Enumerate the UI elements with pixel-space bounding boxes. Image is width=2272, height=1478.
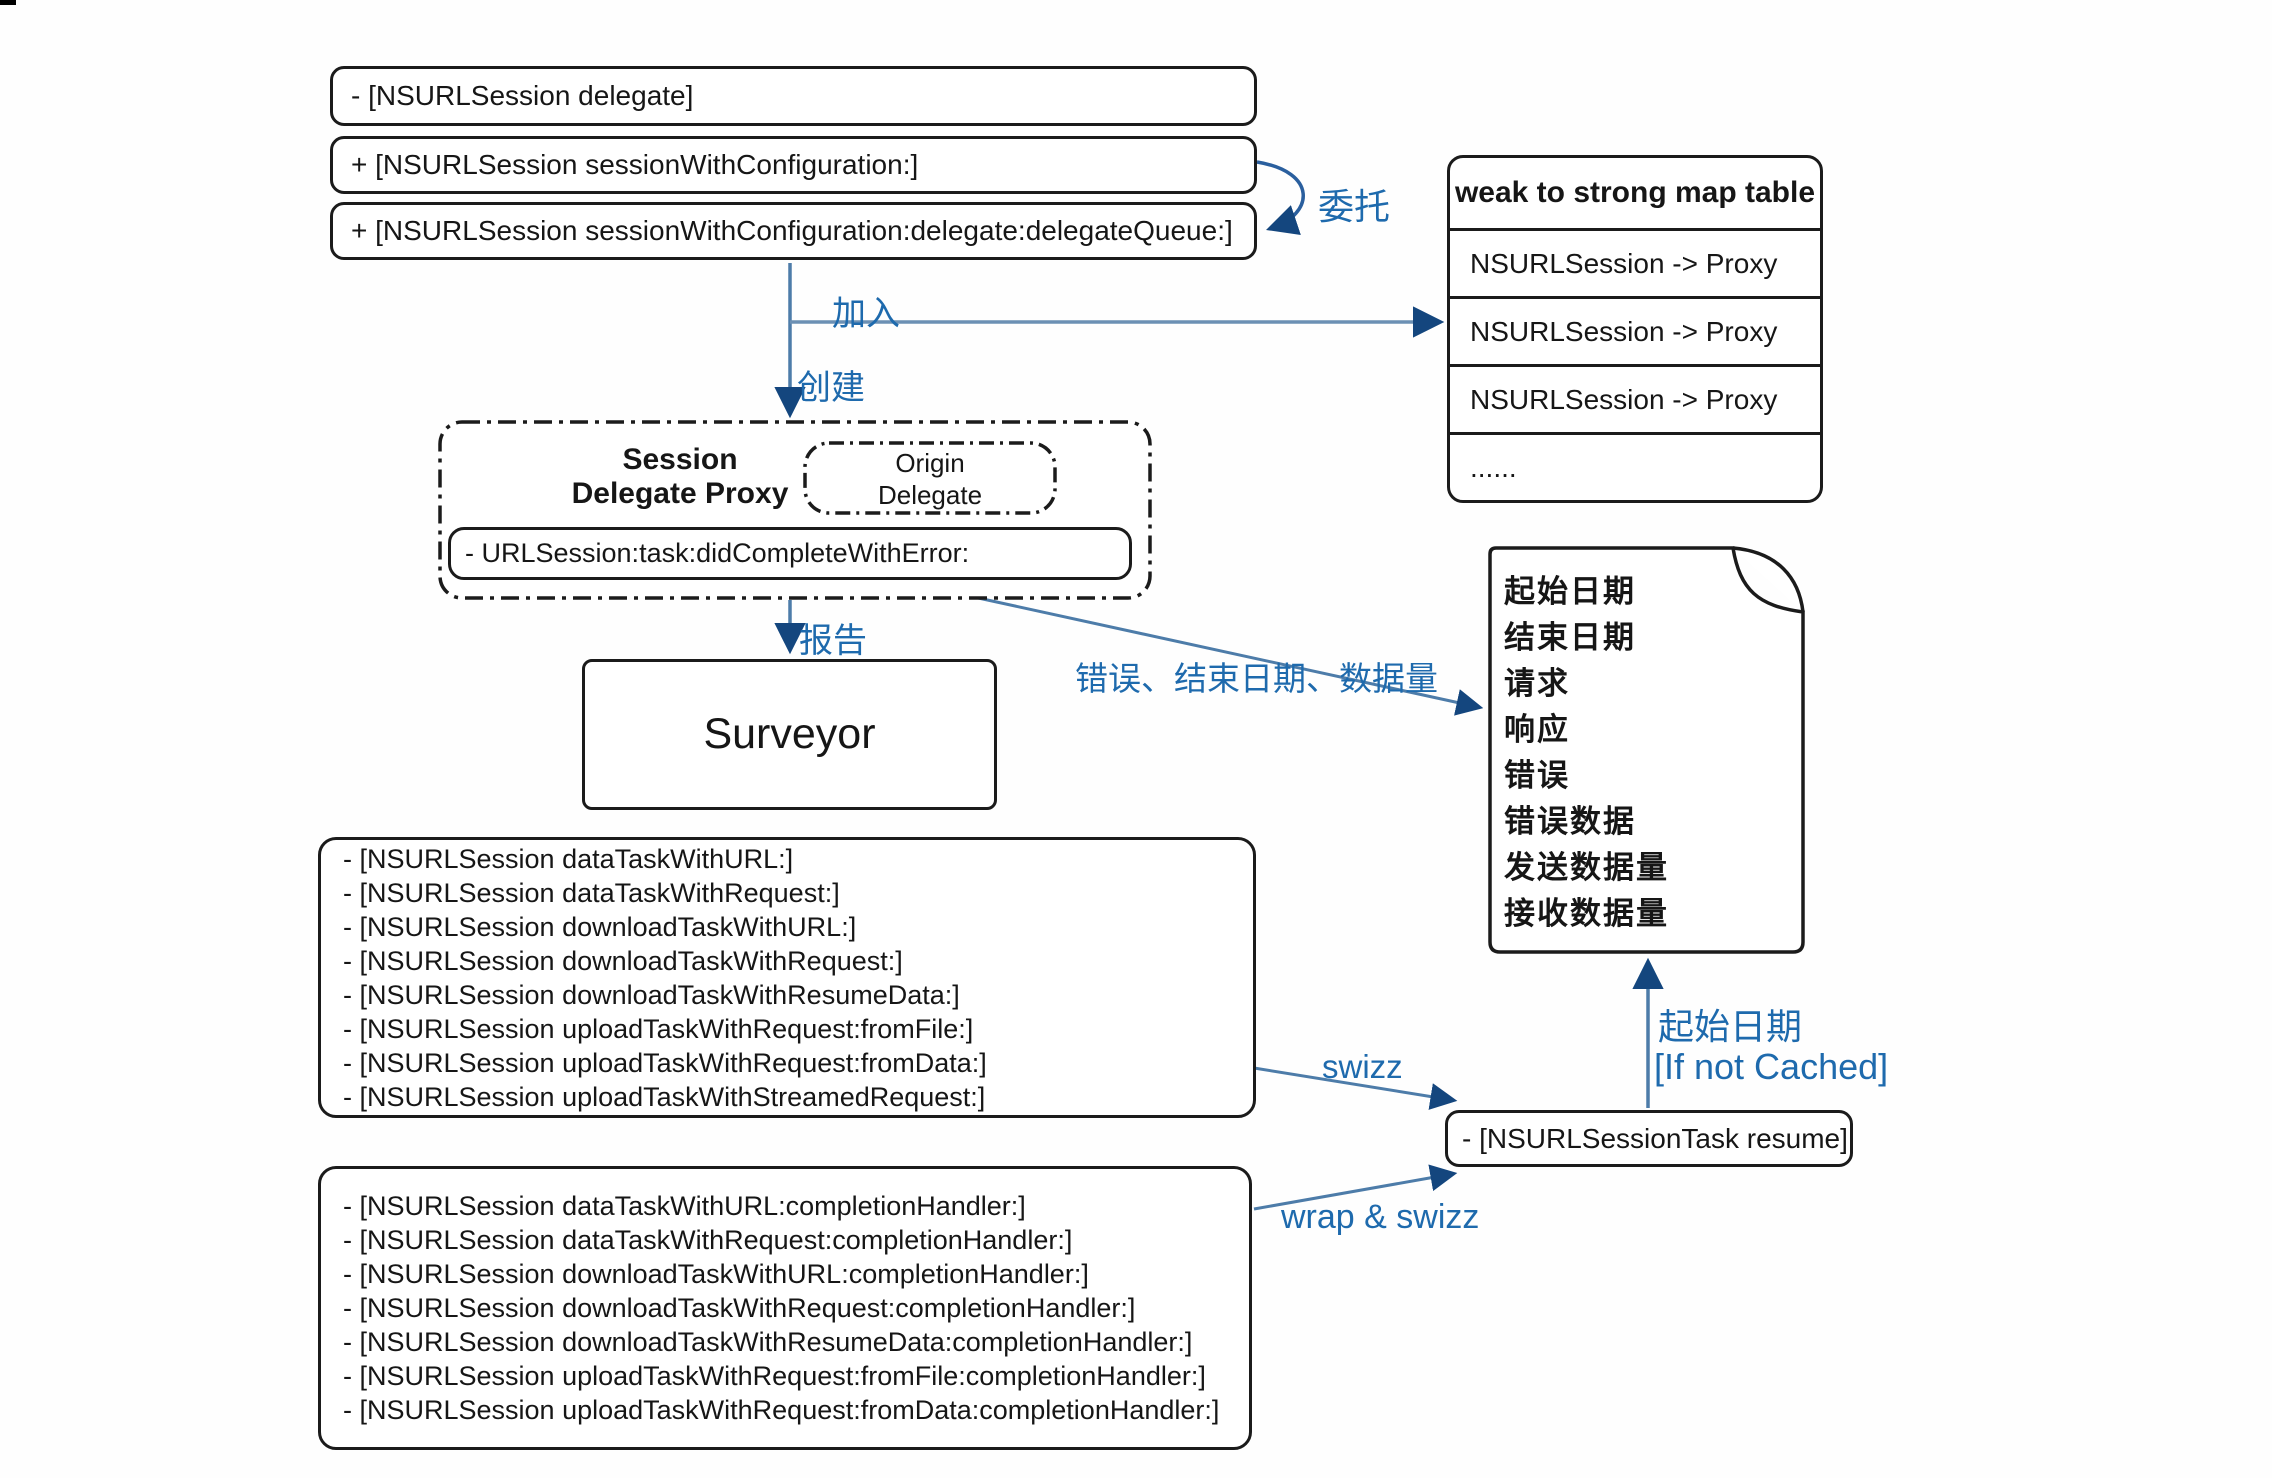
method-label: + [NSURLSession sessionWithConfiguration… — [351, 215, 1233, 246]
method-label: - [NSURLSession delegate] — [351, 80, 694, 111]
box-did-complete-with-error: - URLSession:task:didCompleteWithError: — [448, 527, 1132, 580]
edge-label-join: 加入 — [832, 295, 900, 333]
map-table-row-ellipsis: ...... — [1450, 432, 1820, 500]
box-session-with-configuration: + [NSURLSession sessionWithConfiguration… — [330, 136, 1257, 194]
box-nsurlsession-delegate: - [NSURLSession delegate] — [330, 66, 1257, 126]
surveyor-box: Surveyor — [582, 659, 997, 810]
session-delegate-proxy-title: Session Delegate Proxy — [480, 443, 880, 511]
proxy-title-line1: Session — [622, 443, 738, 476]
edge-label-wrap-swizz: wrap & swizz — [1281, 1198, 1480, 1236]
method-line: - [NSURLSession downloadTaskWithURL:] — [343, 911, 857, 942]
method-label: + [NSURLSession sessionWithConfiguration… — [351, 149, 919, 180]
box-completion-handler-methods: - [NSURLSession dataTaskWithURL:completi… — [318, 1166, 1252, 1450]
note-item: 响应 — [1504, 712, 1570, 747]
method-line: - [NSURLSession downloadTaskWithURL:comp… — [343, 1259, 1089, 1289]
note-item: 错误数据 — [1504, 804, 1636, 839]
error-info-arrow — [913, 582, 1484, 716]
origin-delegate-label: Origin Delegate — [805, 447, 1055, 511]
edge-label-delegate: 委托 — [1318, 186, 1391, 227]
note-item: 接收数据量 — [1504, 896, 1669, 931]
method-label: - [NSURLSessionTask resume] — [1462, 1122, 1848, 1154]
edge-label-report: 报告 — [799, 622, 867, 660]
origin-label-line1: Origin — [895, 448, 965, 478]
method-line: - [NSURLSession uploadTaskWithStreamedRe… — [343, 1081, 986, 1112]
note-fold-corner — [1732, 546, 1805, 613]
delegate-curve-arrow — [1256, 160, 1305, 235]
origin-delegate-frame — [803, 441, 1057, 515]
edge-label-if-not-cached: [If not Cached] — [1654, 1046, 1889, 1087]
origin-label-line2: Delegate — [877, 480, 983, 510]
map-table-row: NSURLSession -> Proxy — [1450, 228, 1820, 296]
proxy-title-line2: Delegate Proxy — [571, 477, 789, 510]
note-item: 结束日期 — [1504, 620, 1636, 655]
method-line: - [NSURLSession uploadTaskWithRequest:fr… — [343, 1395, 1220, 1425]
note-item: 起始日期 — [1504, 574, 1636, 609]
edge-label-create: 创建 — [797, 369, 865, 407]
map-table-row: NSURLSession -> Proxy — [1450, 364, 1820, 432]
note-item: 请求 — [1504, 666, 1570, 701]
weak-to-strong-map-table: weak to strong map table NSURLSession ->… — [1447, 155, 1823, 503]
edge-label-start-date: 起始日期 — [1658, 1006, 1803, 1047]
screenshot-artifact — [0, 0, 16, 5]
note-item: 错误 — [1504, 758, 1570, 793]
method-line: - [NSURLSession uploadTaskWithRequest:fr… — [343, 1361, 1206, 1391]
swizz-arrow — [1253, 1066, 1458, 1110]
box-nsurlsessiontask-resume: - [NSURLSessionTask resume] — [1445, 1110, 1853, 1167]
method-line: - [NSURLSession downloadTaskWithResumeDa… — [343, 979, 960, 1010]
method-line: - [NSURLSession downloadTaskWithResumeDa… — [343, 1327, 1193, 1357]
method-line: - [NSURLSession dataTaskWithRequest:comp… — [343, 1225, 1073, 1255]
method-line: - [NSURLSession dataTaskWithURL:] — [343, 843, 794, 874]
method-line: - [NSURLSession dataTaskWithURL:completi… — [343, 1191, 1026, 1221]
note-shape — [1488, 546, 1805, 954]
note-item: 发送数据量 — [1504, 850, 1669, 885]
edge-label-swizz: swizz — [1322, 1048, 1403, 1085]
surveyor-label: Surveyor — [703, 710, 876, 758]
map-table-title: weak to strong map table — [1454, 176, 1816, 209]
method-line: - [NSURLSession uploadTaskWithRequest:fr… — [343, 1013, 974, 1044]
note-item-list: 起始日期 结束日期 请求 响应 错误 错误数据 发送数据量 接收数据量 — [1504, 566, 1669, 934]
method-line: - [NSURLSession dataTaskWithRequest:] — [343, 877, 840, 908]
edge-label-error-info: 错误、结束日期、数据量 — [1075, 660, 1438, 697]
wrap-swizz-arrow — [1253, 1164, 1458, 1211]
box-session-with-configuration-delegate-queue: + [NSURLSession sessionWithConfiguration… — [330, 202, 1257, 260]
method-line: - [NSURLSession downloadTaskWithRequest:… — [343, 1293, 1136, 1323]
method-line: - [NSURLSession downloadTaskWithRequest:… — [343, 945, 903, 976]
box-task-creation-methods: - [NSURLSession dataTaskWithURL:] - [NSU… — [318, 837, 1256, 1118]
map-table-row: NSURLSession -> Proxy — [1450, 296, 1820, 364]
method-line: - [NSURLSession uploadTaskWithRequest:fr… — [343, 1047, 987, 1078]
method-label: - URLSession:task:didCompleteWithError: — [465, 538, 970, 568]
